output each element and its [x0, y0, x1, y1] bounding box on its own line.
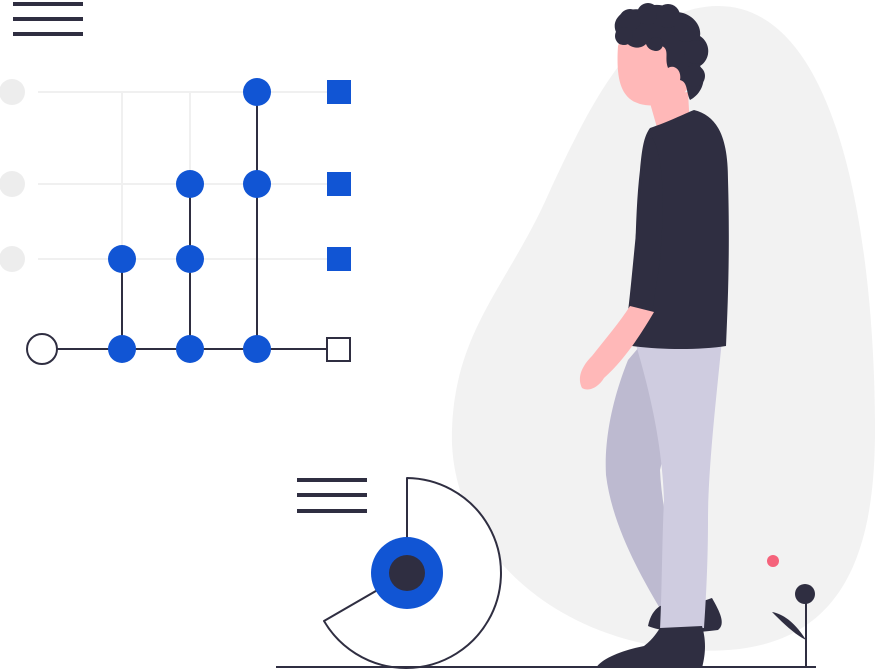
menu-top-icon[interactable] — [13, 2, 83, 36]
front-shoe — [596, 626, 705, 668]
endpoint-square-filled[interactable] — [327, 172, 351, 196]
node[interactable] — [176, 245, 204, 273]
person-figure — [579, 3, 729, 668]
pie-chart-icon — [323, 477, 502, 669]
endpoint-squares — [326, 80, 351, 362]
node[interactable] — [176, 335, 204, 363]
node[interactable] — [108, 245, 136, 273]
arm-sleeve — [628, 132, 663, 318]
node[interactable] — [108, 335, 136, 363]
network-nodes — [108, 78, 271, 363]
network-connectors — [56, 92, 328, 350]
faded-circles — [0, 79, 25, 272]
node[interactable] — [243, 335, 271, 363]
node[interactable] — [243, 170, 271, 198]
node[interactable] — [243, 78, 271, 106]
origin-node[interactable] — [26, 333, 58, 365]
front-leg — [634, 338, 722, 630]
flower-dot — [767, 555, 779, 567]
endpoint-square-empty[interactable] — [326, 337, 351, 362]
node[interactable] — [176, 170, 204, 198]
menu-bottom-icon[interactable] — [297, 478, 367, 513]
endpoint-square-filled[interactable] — [327, 247, 351, 271]
endpoint-square-filled[interactable] — [327, 80, 351, 104]
forearm — [579, 306, 654, 390]
plant-icon — [767, 555, 815, 667]
eye-pupil — [389, 555, 425, 591]
